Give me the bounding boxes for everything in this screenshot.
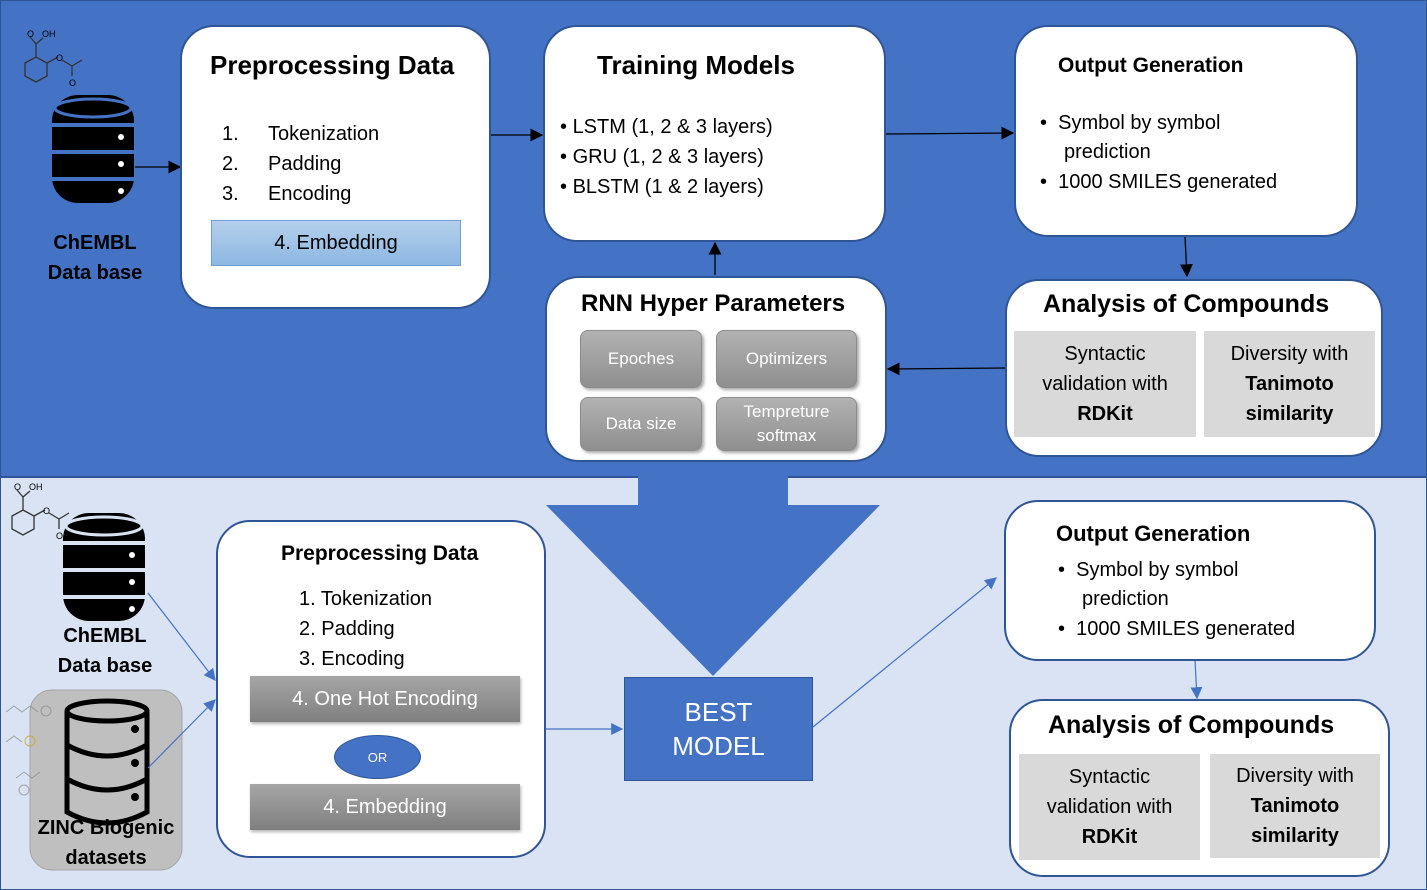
- svg-text:O: O: [27, 29, 34, 39]
- data-size-button[interactable]: Data size: [580, 397, 702, 451]
- bottom-embedding-box: 4. Embedding: [250, 784, 520, 830]
- top-preprocess-item-1: Tokenization: [268, 123, 380, 145]
- or-badge: OR: [334, 735, 421, 779]
- training-item-1: • LSTM (1, 2 & 3 layers): [560, 116, 773, 138]
- bottom-preprocessing-title: Preprocessing Data: [281, 542, 479, 565]
- one-hot-encoding-box: 4. One Hot Encoding: [250, 676, 520, 722]
- top-database-label: ChEMBL Data base: [47, 232, 143, 284]
- top-analysis-title: Analysis of Compounds: [1043, 290, 1330, 318]
- top-preprocess-num-2: 2.: [222, 153, 239, 175]
- top-output-bullet-1-cont: prediction: [1064, 141, 1151, 163]
- svg-text:OH: OH: [29, 482, 43, 492]
- optimizers-button[interactable]: Optimizers: [716, 330, 857, 388]
- top-embedding-highlight: 4. Embedding: [211, 220, 461, 266]
- bottom-database-label: ChEMBL Data base: [57, 625, 153, 677]
- bottom-output-bullet-1: • Symbol by symbol: [1058, 559, 1239, 581]
- temperature-softmax-button[interactable]: Tempreture softmax: [716, 397, 857, 451]
- bottom-preprocess-item-3: 3. Encoding: [299, 648, 405, 670]
- database-icon-bottom: [63, 513, 145, 621]
- bottom-output-bullet-1-cont: prediction: [1082, 588, 1169, 610]
- bottom-output-box: [1004, 500, 1376, 661]
- best-model-line1: BEST: [684, 697, 753, 727]
- top-preprocess-num-1: 1.: [222, 123, 239, 145]
- best-model-line2: MODEL: [672, 731, 765, 761]
- top-preprocess-item-2: Padding: [268, 153, 342, 175]
- zinc-dataset-label: ZINC Biogenic datasets: [37, 817, 175, 869]
- bottom-preprocess-item-2: 2. Padding: [299, 618, 395, 640]
- top-output-bullet-1: • Symbol by symbol: [1040, 112, 1221, 134]
- bottom-diversity-cell: Diversity with Tanimoto similarity: [1210, 754, 1380, 858]
- molecule-icon-bottom: [11, 489, 70, 536]
- temperature-label: Tempreture: [743, 402, 830, 421]
- svg-text:OH: OH: [42, 29, 56, 39]
- one-hot-encoding-label: 4. One Hot Encoding: [292, 687, 478, 710]
- training-models-box: [543, 25, 886, 242]
- zinc-molecule-sketches: [5, 705, 52, 796]
- best-model-box: BEST MODEL: [624, 677, 813, 781]
- bottom-output-bullet-2: • 1000 SMILES generated: [1058, 618, 1296, 640]
- bottom-embedding-label: 4. Embedding: [323, 795, 447, 818]
- top-embedding-label: 4. Embedding: [274, 231, 398, 254]
- svg-text:O: O: [14, 482, 21, 492]
- bottom-syntactic-validation-cell: Syntactic validation with RDKit: [1019, 754, 1200, 860]
- big-down-arrow: [546, 475, 880, 676]
- or-label: OR: [367, 749, 388, 765]
- top-syntactic-validation-cell: Syntactic validation with RDKit: [1014, 331, 1196, 437]
- top-output-box: [1014, 25, 1358, 237]
- molecule-icon-top: [24, 36, 83, 83]
- bottom-output-title: Output Generation: [1056, 521, 1251, 546]
- svg-text:O: O: [43, 506, 50, 516]
- top-output-bullet-2: • 1000 SMILES generated: [1040, 171, 1278, 193]
- epoches-button[interactable]: Epoches: [580, 330, 702, 388]
- training-item-2: • GRU (1, 2 & 3 layers): [560, 146, 764, 168]
- svg-text:O: O: [69, 78, 76, 88]
- top-preprocess-item-3: Encoding: [268, 183, 352, 205]
- bottom-analysis-title: Analysis of Compounds: [1048, 711, 1335, 739]
- training-models-title: Training Models: [597, 50, 795, 80]
- database-icon-top: [52, 95, 134, 203]
- zinc-database-icon: [64, 698, 150, 826]
- top-preprocessing-title: Preprocessing Data: [210, 50, 455, 80]
- top-diversity-cell: Diversity with Tanimoto similarity: [1204, 331, 1375, 437]
- bottom-preprocess-item-1: 1. Tokenization: [299, 588, 433, 610]
- hyper-params-title: RNN Hyper Parameters: [581, 290, 846, 317]
- svg-text:O: O: [56, 53, 63, 63]
- training-item-3: • BLSTM (1 & 2 layers): [560, 176, 764, 198]
- svg-text:O: O: [56, 531, 63, 541]
- softmax-label: softmax: [756, 426, 817, 445]
- top-preprocess-num-3: 3.: [222, 183, 239, 205]
- top-output-title: Output Generation: [1058, 54, 1244, 77]
